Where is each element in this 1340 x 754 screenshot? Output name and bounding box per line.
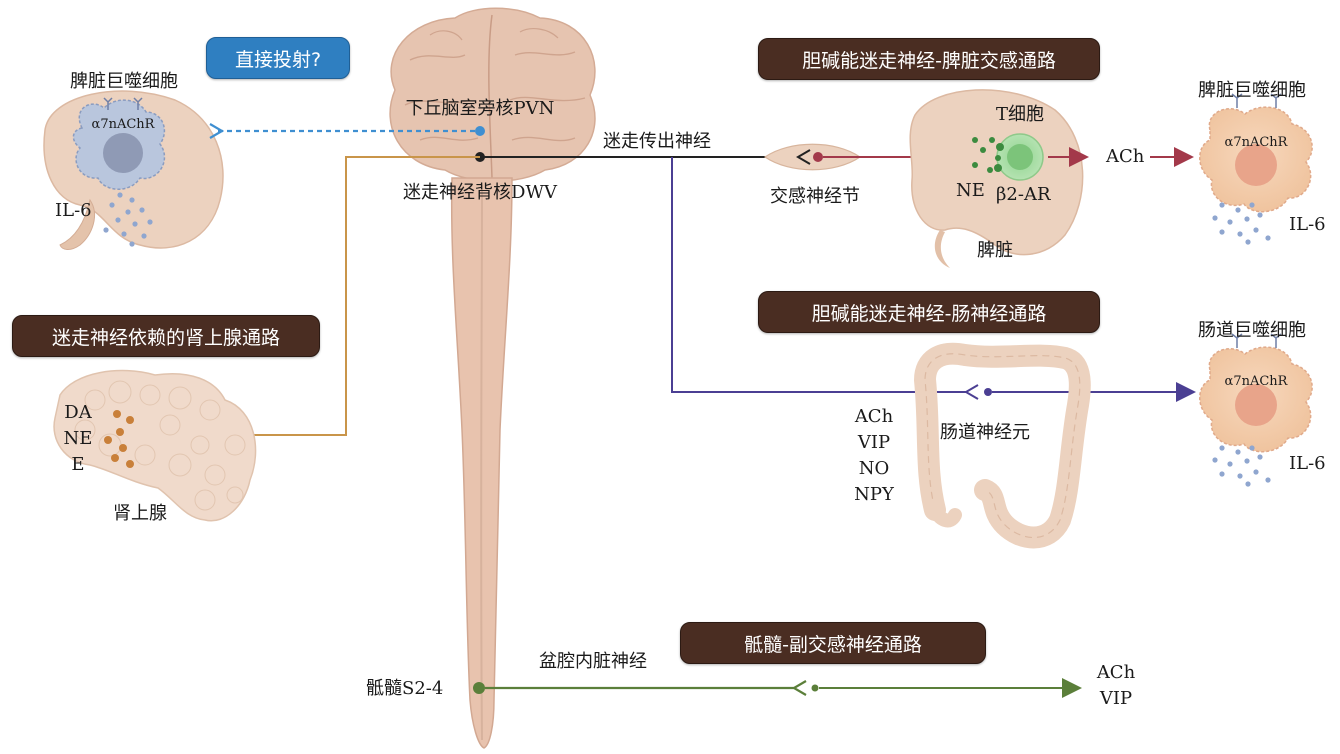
left-spleen	[43, 90, 224, 250]
pelvic-splanchnic-label: 盆腔内脏神经	[539, 651, 647, 672]
colon	[913, 342, 1091, 549]
ganglion-label: 交感神经节	[770, 186, 860, 207]
dvv-label: 迷走神经背核DWV	[403, 182, 557, 203]
gut-transmitters: ACh VIP NO NPY	[850, 404, 898, 508]
cytokine-dots-left	[103, 192, 153, 247]
cytokine-dots-spleen	[1212, 202, 1271, 245]
spleen-macrophage-il6: IL-6	[1289, 214, 1326, 235]
gut-transmitter: ACh	[854, 406, 894, 427]
right-spleen	[909, 89, 1084, 268]
gut-macrophage-receptor: α7nAChR	[1224, 374, 1288, 389]
gut-transmitter: NPY	[854, 484, 894, 505]
adrenal-transmitter: DA	[64, 402, 92, 423]
banner-gut-pathway: 胆碱能迷走神经-肠神经通路	[758, 291, 1100, 333]
cytokine-dots-gut	[1212, 445, 1271, 487]
spleen-macrophage	[1199, 93, 1313, 213]
banner-spleen-pathway: 胆碱能迷走神经-脾脏交感通路	[758, 38, 1100, 80]
adrenal-organ-label: 肾上腺	[113, 503, 167, 524]
vagus-efferent-label: 迷走传出神经	[603, 131, 711, 152]
gut-transmitter: NO	[858, 458, 890, 479]
adrenal-transmitter: NE	[63, 428, 93, 449]
pvn-label: 下丘脑室旁核PVN	[405, 98, 555, 119]
ach-label-spleen: ACh	[1106, 146, 1145, 167]
sacral-transmitter: VIP	[1099, 688, 1133, 709]
banner-sacral-pathway: 骶髓-副交感神经通路	[680, 622, 986, 664]
direct-projection-line	[209, 123, 485, 139]
ne-label: NE	[956, 180, 985, 201]
enteric-neuron-label: 肠道神经元	[940, 422, 1030, 443]
adrenal-gland	[53, 369, 257, 522]
adrenal-transmitters: DA NE E	[62, 400, 94, 478]
sacral-pathway-line	[473, 678, 1082, 698]
brain	[389, 7, 596, 182]
gut-macrophage-il6: IL-6	[1289, 453, 1326, 474]
sacral-transmitters: ACh VIP	[1092, 660, 1140, 712]
sacral-spinal-label: 骶髓S2-4	[366, 678, 444, 699]
spleen-macrophage-title: 脾脏巨噬细胞	[1198, 80, 1306, 101]
gut-pathway-line	[671, 157, 1196, 402]
t-cell-label: T细胞	[995, 104, 1045, 125]
left-spleen-receptor-label: α7nAChR	[91, 117, 155, 132]
gut-macrophage-title: 肠道巨噬细胞	[1198, 320, 1306, 341]
left-spleen-il6-label: IL-6	[55, 200, 92, 221]
spleen-organ-label: 脾脏	[977, 240, 1013, 261]
b2ar-label: β2-AR	[996, 184, 1051, 205]
spinal-cord	[450, 177, 513, 749]
sacral-transmitter: ACh	[1096, 662, 1136, 683]
banner-direct-projection: 直接投射?	[206, 37, 350, 79]
left-spleen-macrophage-title: 脾脏巨噬细胞	[70, 71, 178, 92]
gut-macrophage	[1199, 333, 1313, 453]
banner-adrenal-pathway: 迷走神经依赖的肾上腺通路	[12, 315, 320, 357]
adrenal-transmitter: E	[71, 454, 85, 475]
spleen-macrophage-receptor: α7nAChR	[1224, 135, 1288, 150]
gut-transmitter: VIP	[857, 432, 891, 453]
